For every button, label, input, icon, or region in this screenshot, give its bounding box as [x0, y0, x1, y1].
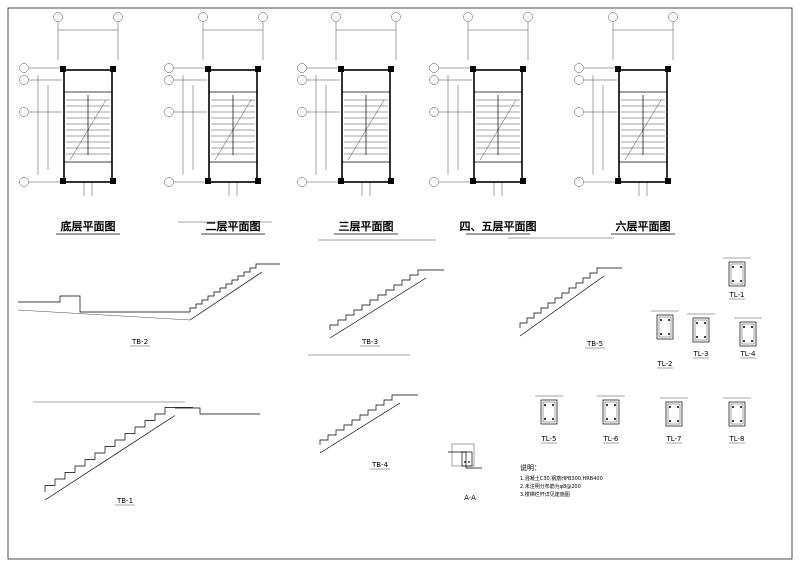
stair-tb5: TB-5 [508, 237, 622, 349]
plan-p5: 六层平面图 [574, 12, 678, 235]
beam-tl4: TL-4 [734, 317, 762, 359]
sheet-border [7, 7, 793, 560]
beam-label-tl8: TL-8 [728, 435, 744, 443]
section-aa: A-A [448, 443, 482, 502]
beam-label-tl5: TL-5 [540, 435, 556, 443]
plan-title-p5: 六层平面图 [616, 219, 671, 233]
stair-label-tb3: TB-3 [361, 338, 378, 346]
plan-title-p4: 四、五层平面图 [460, 220, 537, 233]
stair-tb3: TB-3 [318, 239, 444, 347]
stair-label-tb4: TB-4 [371, 461, 389, 469]
section-aa-label: A-A [464, 494, 476, 502]
stair-label-tb5: TB-5 [586, 340, 603, 348]
plan-p2: 二层平面图 [164, 12, 268, 235]
beam-tl5: TL-5 [535, 395, 563, 444]
stair-label-tb2: TB-2 [131, 338, 148, 346]
floor-plans: 底层平面图 二层平面图 三层平面图 四、五层平面图 六层平面图 [19, 12, 678, 235]
plan-p4: 四、五层平面图 [429, 12, 537, 235]
beam-tl3: TL-3 [687, 313, 715, 359]
stair-tb2: TB-2 [17, 221, 280, 347]
stair-tb1: TB-1 [33, 401, 260, 506]
beam-tl7: TL-7 [660, 397, 688, 444]
stair-sections: TB-2 TB-3 TB-5TB-1 TB-4 [17, 221, 622, 506]
notes-line-3: 3.楼梯栏杆详见建施图 [520, 491, 570, 498]
beam-label-tl2: TL-2 [656, 360, 672, 368]
plan-p3: 三层平面图 [297, 12, 401, 235]
general-notes: 说明： 1.混凝土C30,钢筋HPB300,HRB400 2.未注明分布筋为φ8… [520, 463, 603, 498]
plan-p1: 底层平面图 [19, 12, 123, 235]
beam-label-tl4: TL-4 [739, 350, 756, 358]
beam-label-tl7: TL-7 [665, 435, 681, 443]
beam-details: TL-1TL-2 TL-3 TL-4TL-5 TL-6 TL-7 TL-8 [535, 257, 762, 444]
beam-tl2: TL-2 [651, 310, 679, 369]
beam-label-tl1: TL-1 [728, 291, 744, 299]
beam-label-tl3: TL-3 [692, 350, 708, 358]
plan-title-p2: 二层平面图 [206, 220, 261, 233]
beam-tl8: TL-8 [723, 397, 751, 444]
beam-label-tl6: TL-6 [602, 435, 619, 443]
beam-tl6: TL-6 [597, 395, 625, 444]
stair-label-tb1: TB-1 [116, 497, 133, 505]
notes-line-2: 2.未注明分布筋为φ8@200 [520, 483, 581, 490]
notes-heading: 说明： [520, 463, 541, 472]
stair-tb4: TB-4 [308, 354, 418, 470]
beam-tl1: TL-1 [723, 257, 751, 300]
notes-line-1: 1.混凝土C30,钢筋HPB300,HRB400 [520, 475, 603, 482]
plan-title-p1: 底层平面图 [61, 219, 116, 233]
plan-title-p3: 三层平面图 [339, 220, 394, 233]
